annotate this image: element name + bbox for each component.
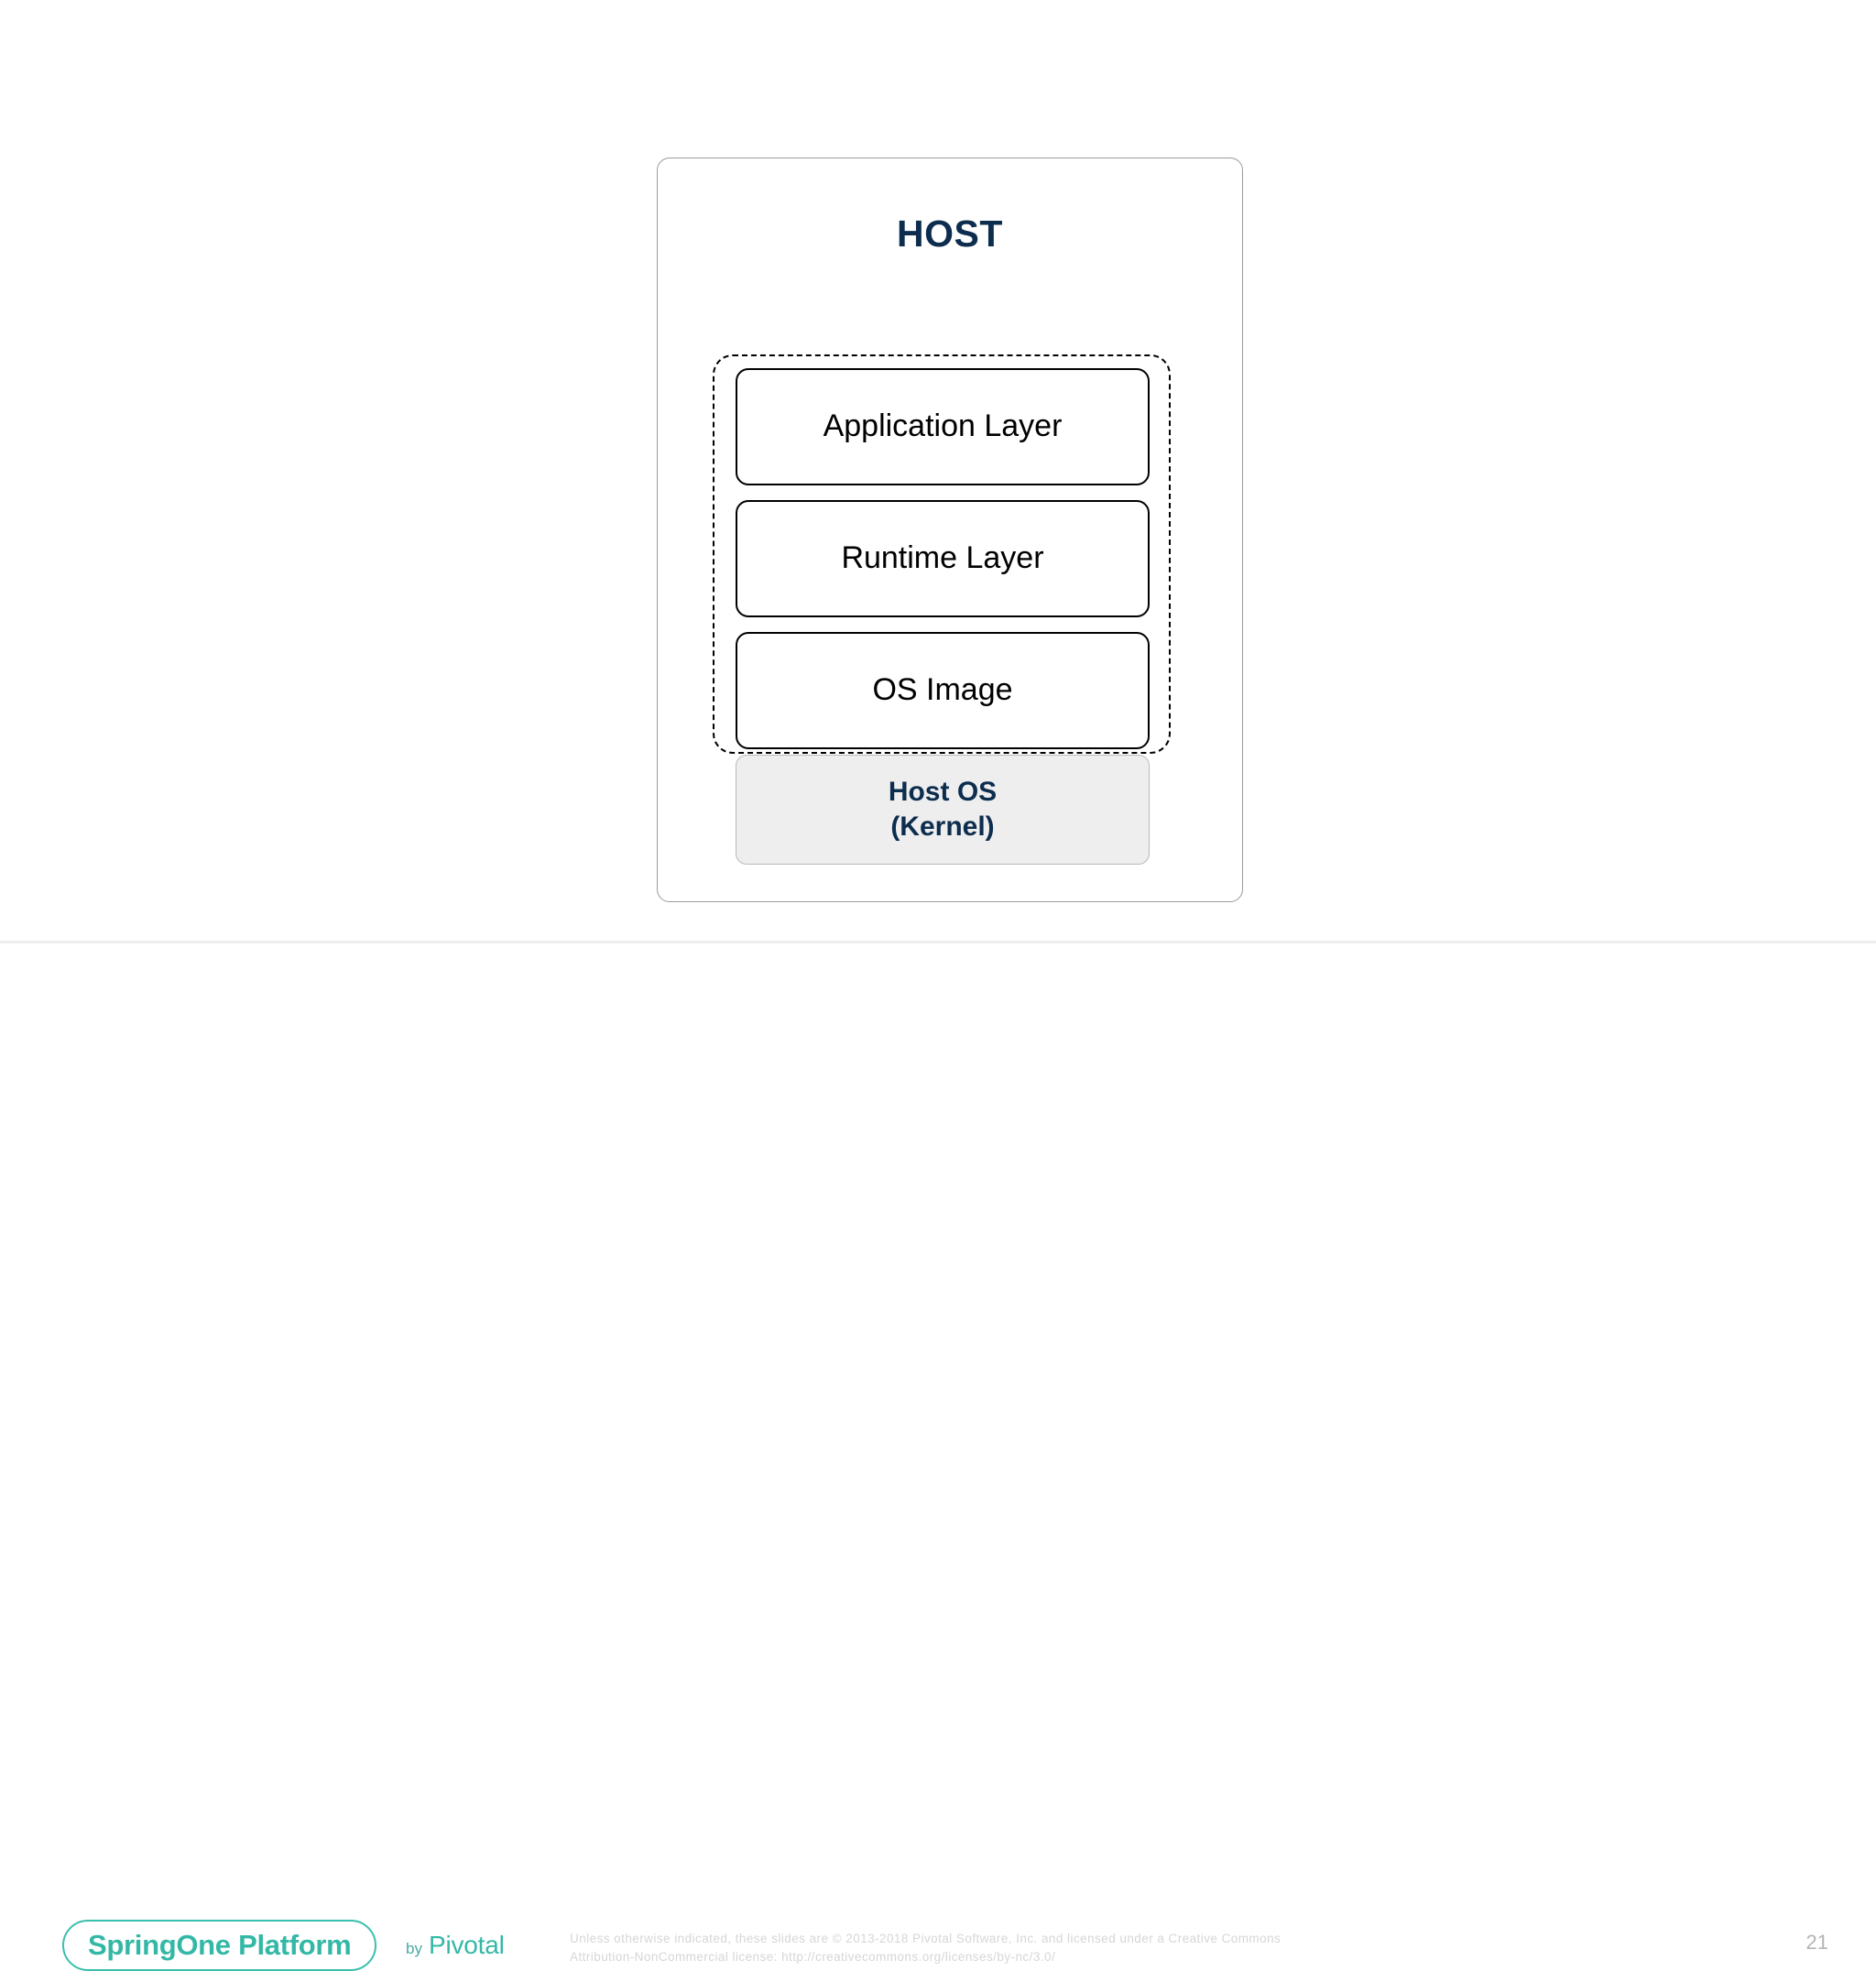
pivotal-brand-name: Pivotal — [428, 1931, 505, 1959]
layer-label-application: Application Layer — [823, 408, 1063, 444]
springone-platform-logo: SpringOne Platform — [62, 1920, 377, 1971]
copyright-notice: Unless otherwise indicated, these slides… — [570, 1930, 1412, 1967]
host-os-kernel-box: Host OS (Kernel) — [736, 755, 1150, 865]
pivotal-by-label: by — [406, 1940, 422, 1957]
page-number: 21 — [1805, 1931, 1828, 1954]
layer-box-runtime: Runtime Layer — [736, 500, 1150, 617]
slide-footer: SpringOne Platform by Pivotal Unless oth… — [0, 943, 1876, 1971]
host-os-label-line1: Host OS — [888, 776, 998, 807]
copyright-line-1: Unless otherwise indicated, these slides… — [570, 1932, 1282, 1945]
host-os-label-line2: (Kernel) — [890, 811, 995, 842]
container-image-layers-group — [713, 354, 1171, 754]
springone-platform-logo-text: SpringOne Platform — [88, 1929, 352, 1961]
layer-label-runtime: Runtime Layer — [841, 540, 1044, 576]
host-title: HOST — [897, 212, 1003, 255]
slide-canvas: HOST Application Layer Runtime Layer OS … — [0, 158, 1876, 1971]
layer-box-application: Application Layer — [736, 368, 1150, 485]
footer-divider — [0, 941, 1876, 943]
pivotal-brand-lockup: by Pivotal — [406, 1931, 505, 1960]
layer-box-os-image: OS Image — [736, 632, 1150, 749]
layer-label-os-image: OS Image — [872, 672, 1013, 708]
copyright-line-2: Attribution-NonCommercial license: http:… — [570, 1950, 1056, 1965]
